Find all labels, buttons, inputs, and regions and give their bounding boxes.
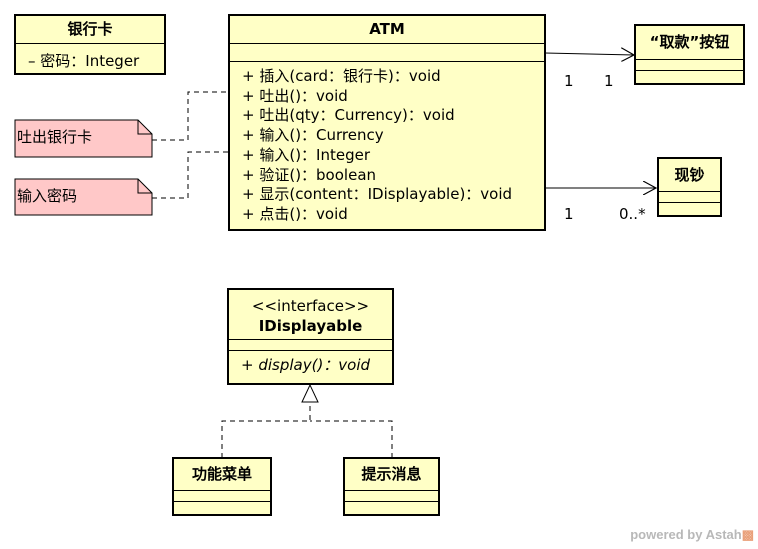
class-atm[interactable]: ATM + 插入(card：银行卡)：void + 吐出()：void + 吐出… [228,14,546,231]
interface-stereotype: <<interface>> [251,297,370,315]
class-bank-card-attributes: – 密码：Integer [16,44,164,72]
class-cash[interactable]: 现钞 [657,157,722,217]
operation-input-currency: + 输入()：Currency [242,126,384,145]
operation-input-integer: + 输入()：Integer [242,145,370,164]
class-atm-name: ATM [230,16,544,44]
class-bank-card-name: 银行卡 [16,16,164,44]
class-withdraw-button-attributes [636,60,743,71]
class-prompt-message-attributes [345,491,438,502]
watermark: powered by Astah▩ [630,527,754,543]
multiplicity-atm-cash-atm-end: 1 [564,205,574,223]
note-eject-card-fold [137,120,152,135]
class-prompt-message-name: 提示消息 [345,459,438,491]
class-cash-operations [659,203,720,215]
class-function-menu-operations [174,502,270,514]
class-prompt-message[interactable]: 提示消息 [343,457,440,516]
operation-eject: + 吐出()：void [242,86,348,105]
operation-verify: + 验证()：boolean [242,165,377,184]
note-enter-password-text: 输入密码 [17,187,78,205]
operation-click: + 点击()：void [242,204,348,223]
multiplicity-atm-button-atm-end: 1 [564,72,574,90]
note-eject-card-text: 吐出银行卡 [17,128,93,146]
association-atm-button [544,53,634,55]
class-withdraw-button-name: “取款”按钮 [636,26,743,60]
class-withdraw-button[interactable]: “取款”按钮 [634,24,745,85]
interface-idisplayable[interactable]: <<interface>> IDisplayable + display()：v… [227,288,394,385]
operation-display-interface: + display()：void [241,356,371,374]
interface-idisplayable-attributes [229,340,392,351]
realization-function-menu [221,402,311,458]
class-cash-attributes [659,192,720,203]
note-eject-card-shape [14,119,153,158]
note-enter-password-shape [14,178,153,216]
note-eject-card-connector [152,91,236,141]
class-withdraw-button-operations [636,71,743,83]
realization-prompt-message [310,420,393,458]
class-function-menu[interactable]: 功能菜单 [172,457,272,516]
class-function-menu-attributes [174,491,270,502]
operation-insert: + 插入(card：银行卡)：void [242,67,441,85]
interface-idisplayable-name: IDisplayable [258,317,363,335]
class-cash-name: 现钞 [659,159,720,192]
operation-display: + 显示(content：IDisplayable)：void [242,185,513,204]
interface-idisplayable-header: <<interface>> IDisplayable [229,290,392,340]
astah-logo-icon: ▩ [741,527,754,542]
note-enter-password-connector [152,151,236,199]
interface-idisplayable-operations: + display()：void [229,351,392,376]
class-function-menu-name: 功能菜单 [174,459,270,491]
realization-triangle [301,383,319,403]
watermark-text: powered by Astah [630,527,742,542]
class-prompt-message-operations [345,502,438,514]
note-enter-password-fold [137,179,152,194]
class-bank-card[interactable]: 银行卡 – 密码：Integer [14,14,166,75]
attribute-password: – 密码：Integer [28,52,140,70]
class-atm-attributes [230,44,544,62]
multiplicity-atm-cash-cash-end: 0..* [619,205,646,223]
operation-eject-qty: + 吐出(qty：Currency)：void [242,106,455,125]
class-atm-operations: + 插入(card：银行卡)：void + 吐出()：void + 吐出(qty… [230,62,544,225]
multiplicity-atm-button-button-end: 1 [604,72,614,90]
